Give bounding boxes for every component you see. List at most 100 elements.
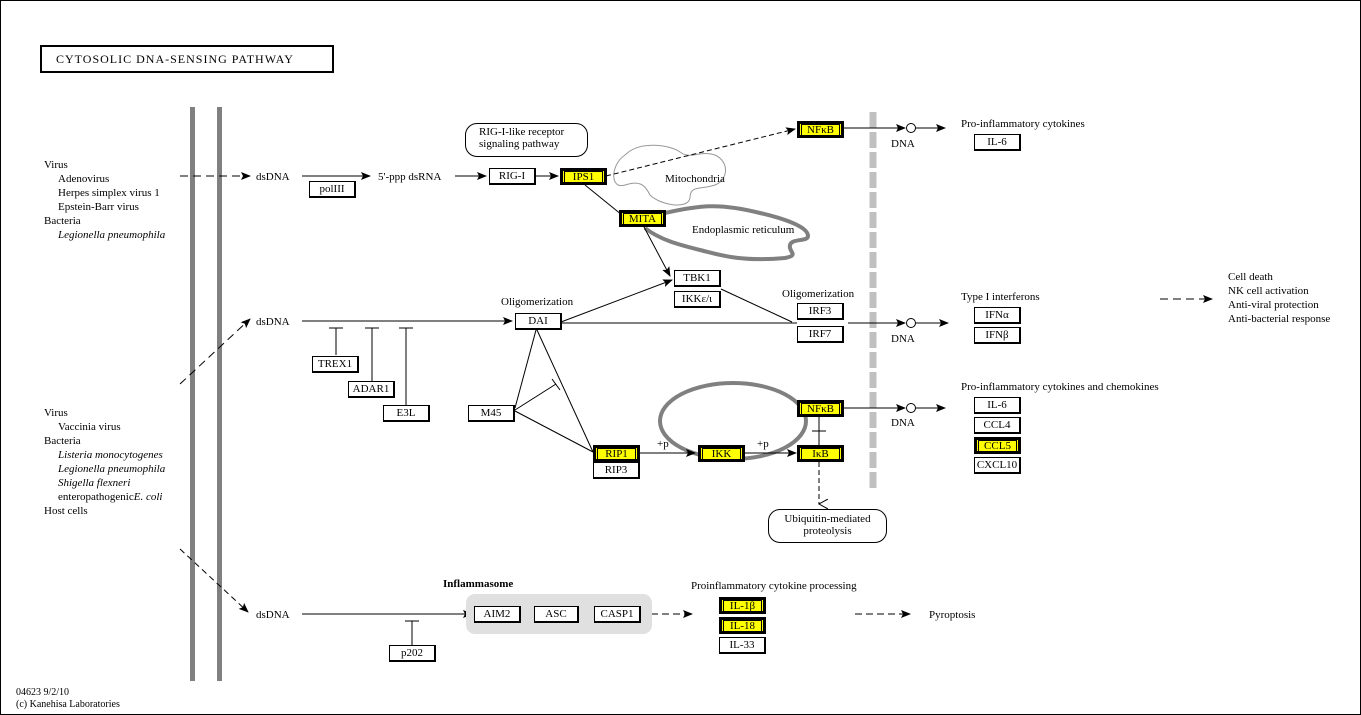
gene-label: NFκB (801, 124, 840, 136)
pathogen-item: Shigella flexneri (58, 477, 131, 489)
pathogen-item: Virus (44, 159, 68, 171)
oligomerization-label-irf: Oligomerization (782, 288, 855, 300)
edge-dai-to-tbk1 (560, 279, 673, 323)
inhibit-m45 (514, 383, 557, 411)
er-shape (643, 204, 811, 262)
dna-node-top (906, 123, 916, 133)
gene-label: IPS1 (564, 171, 603, 183)
gene-il33[interactable]: IL-33 (719, 637, 766, 654)
gene-ikb[interactable]: IκB (797, 445, 844, 462)
gene-il6-top[interactable]: IL-6 (974, 134, 1021, 151)
pathogen-item: Listeria monocytogenes (58, 449, 163, 461)
gene-adar1[interactable]: ADAR1 (348, 381, 395, 398)
pathway-title-box: CYTOSOLIC DNA-SENSING PATHWAY (40, 45, 334, 73)
gene-ikk[interactable]: IKK (698, 445, 745, 462)
gene-il6-mid[interactable]: IL-6 (974, 397, 1021, 414)
ubiquitin-proteolysis-pathway-link[interactable]: Ubiquitin-mediated proteolysis (768, 509, 887, 543)
er-label: Endoplasmic reticulum (692, 224, 795, 236)
pyroptosis-label: Pyroptosis (929, 609, 976, 621)
pathogen-item: Epstein-Barr virus (58, 201, 139, 213)
oligomerization-label-dai: Oligomerization (501, 296, 574, 308)
pathogen-item: Bacteria (44, 435, 81, 447)
gene-ifna[interactable]: IFNα (974, 307, 1021, 324)
gene-rip1[interactable]: RIP1 (593, 445, 640, 462)
dna-label-low: DNA (891, 417, 915, 429)
gene-il1b[interactable]: IL-1β (719, 597, 766, 614)
pathogen-item: Bacteria (44, 215, 81, 227)
gene-ifnb[interactable]: IFNβ (974, 327, 1021, 344)
pro-inflam-cytokines-label: Pro-inflammatory cytokines (961, 118, 1085, 130)
gene-label: RIP1 (597, 448, 636, 460)
gene-label: IL-1β (723, 600, 762, 612)
dsdna-label-top: dsDNA (256, 171, 290, 183)
edge-m45-rip1 (514, 410, 594, 453)
cell-membrane-outer (190, 107, 195, 681)
map-id-date: 04623 9/2/10 (16, 687, 70, 698)
dsdna-label-bottom: dsDNA (256, 609, 290, 621)
dna-label-top: DNA (891, 138, 915, 150)
gene-irf7[interactable]: IRF7 (797, 326, 844, 343)
gene-label: NFκB (801, 403, 840, 415)
gene-asc[interactable]: ASC (534, 606, 579, 623)
type1-ifn-label: Type I interferons (961, 291, 1040, 303)
gene-m45[interactable]: M45 (468, 405, 515, 422)
gene-tbk1[interactable]: TBK1 (674, 270, 721, 287)
pathogen-item: Legionella pneumophila (58, 463, 166, 475)
pro-inflam-chemokines-label: Pro-inflammatory cytokines and chemokine… (961, 381, 1159, 393)
gene-mita[interactable]: MITA (619, 210, 666, 227)
proinflam-processing-label: Proinflammatory cytokine processing (691, 580, 857, 592)
gene-irf3[interactable]: IRF3 (797, 303, 844, 320)
outcomes-list: Cell death NK cell activation Anti-viral… (1228, 271, 1331, 325)
edge-ips1-to-nfkb (605, 127, 796, 177)
pathogen-item: enteropathogenicE. coli (58, 491, 163, 503)
edge-dai-rip1 (536, 329, 594, 453)
edge-ips1-mita (584, 184, 623, 216)
copyright: (c) Kanehisa Laboratories (16, 699, 120, 710)
dna-node-mid (906, 318, 916, 328)
pathogen-item: Vaccinia virus (58, 421, 121, 433)
gene-aim2[interactable]: AIM2 (474, 606, 521, 623)
gene-rig-i[interactable]: RIG-I (489, 168, 536, 185)
edge-virus-to-dsdna-mid (179, 318, 251, 385)
edge-tbk1-to-irf (720, 288, 793, 323)
gene-il18[interactable]: IL-18 (719, 617, 766, 634)
pathogen-item: Herpes simplex virus 1 (58, 187, 160, 199)
gene-trex1[interactable]: TREX1 (312, 356, 359, 373)
edge-hostcells-to-dsdna-bottom (179, 548, 249, 613)
gene-casp1[interactable]: CASP1 (594, 606, 641, 623)
dna-label-mid: DNA (891, 333, 915, 345)
dsdna-label-mid: dsDNA (256, 316, 290, 328)
gene-p202[interactable]: p202 (389, 645, 436, 662)
gene-rip3[interactable]: RIP3 (593, 462, 640, 479)
pathway-title: CYTOSOLIC DNA-SENSING PATHWAY (56, 52, 294, 66)
gene-label: CCL5 (978, 440, 1017, 452)
gene-polIII[interactable]: polIII (309, 181, 356, 198)
gene-nfkb-top[interactable]: NFκB (797, 121, 844, 138)
cell-membrane-inner (217, 107, 222, 681)
gene-ccl4[interactable]: CCL4 (974, 417, 1021, 434)
mitochondria-shape (613, 144, 726, 206)
edge-mita-to-tbk1 (643, 226, 671, 277)
gene-nfkb-mid[interactable]: NFκB (797, 400, 844, 417)
gene-label: IKK (702, 448, 741, 460)
pathogen-item: Adenovirus (58, 173, 110, 185)
gene-ikke[interactable]: IKKε/ι (674, 291, 721, 308)
pathogen-item: Legionella pneumophila (58, 229, 166, 241)
edge-dai-m45 (514, 329, 537, 409)
gene-e3l[interactable]: E3L (383, 405, 430, 422)
pathogen-item: Virus (44, 407, 68, 419)
gene-ccl5[interactable]: CCL5 (974, 437, 1021, 454)
gene-label: IκB (801, 448, 840, 460)
phospho-label-1: +p (657, 438, 669, 450)
dna-node-low (906, 403, 916, 413)
gene-dai[interactable]: DAI (515, 313, 562, 330)
rig-i-like-receptor-pathway-link[interactable]: RIG-I-like receptor signaling pathway (465, 123, 588, 157)
gene-ips1[interactable]: IPS1 (560, 168, 607, 185)
inflammasome-label: Inflammasome (443, 578, 514, 590)
gene-label: MITA (623, 213, 662, 225)
gene-cxcl10[interactable]: CXCL10 (974, 457, 1021, 474)
pathogen-item: Host cells (44, 505, 88, 517)
